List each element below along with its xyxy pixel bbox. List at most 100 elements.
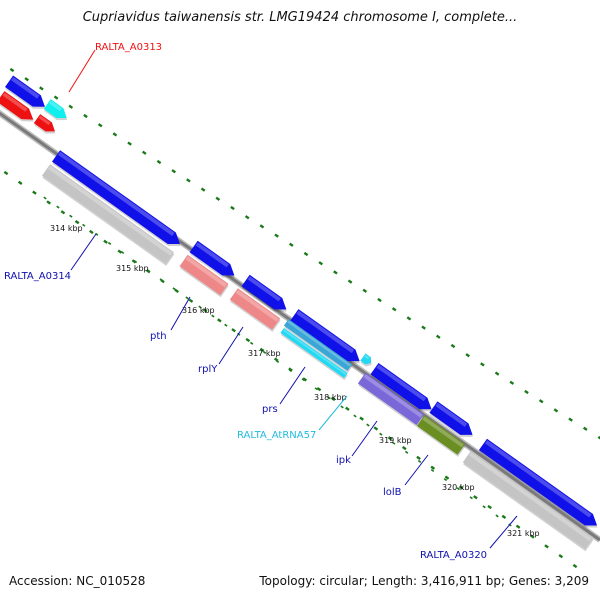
tick-mark — [202, 308, 208, 313]
gene-label-rply[interactable]: rplY — [198, 364, 218, 375]
tick-mark — [391, 307, 397, 312]
tick-mark — [82, 223, 86, 227]
feature-lolb-gene[interactable] — [416, 415, 466, 457]
tick-mark — [259, 347, 265, 352]
tick-mark — [430, 468, 435, 473]
tick-mark — [117, 249, 123, 254]
feature-ipk-gene[interactable] — [357, 372, 425, 428]
tick-mark — [3, 170, 9, 176]
outer-tick-track — [3, 67, 600, 569]
feature-prs-cyan[interactable] — [280, 327, 349, 381]
gene-label-lolb[interactable]: lolB — [383, 487, 402, 498]
tick-mark — [188, 298, 194, 303]
outer-ticks-lower — [3, 170, 578, 569]
tick-mark — [515, 524, 521, 529]
tick-mark — [186, 178, 191, 183]
tick-mark — [244, 215, 250, 220]
tick-mark — [340, 405, 344, 409]
tick-mark — [353, 414, 357, 418]
tick-mark — [416, 455, 421, 461]
tick-mark — [97, 123, 103, 128]
tick-mark — [127, 141, 132, 146]
tick-mark — [275, 359, 280, 364]
feature-pth-gene[interactable] — [179, 254, 230, 298]
gene-label-ralta-atrna57[interactable]: RALTA_AtRNA57 — [237, 430, 316, 441]
feature-rply-gene[interactable] — [229, 288, 282, 332]
tick-mark — [480, 362, 485, 367]
tick-mark — [146, 269, 151, 273]
scale-label-319: 319 kbp — [379, 436, 412, 445]
tick-mark — [465, 353, 471, 358]
feature-rply-cds[interactable] — [241, 274, 292, 317]
feature-ralta-a0313-rrna[interactable] — [0, 91, 38, 127]
tick-mark — [327, 396, 331, 400]
tick-mark — [274, 233, 279, 238]
tick-mark — [417, 459, 422, 463]
tick-mark — [444, 475, 450, 480]
gene-label-prs[interactable]: prs — [262, 404, 278, 415]
feature-ralta-a0314-gene[interactable] — [41, 164, 175, 266]
feature-ipk-cds[interactable] — [370, 363, 437, 417]
tick-mark — [17, 180, 23, 185]
tick-mark — [215, 196, 221, 201]
feature-lolb-cds[interactable] — [429, 401, 478, 442]
gene-label-ralta-a0313[interactable]: RALTA_A0313 — [95, 42, 162, 53]
tick-mark — [524, 389, 529, 395]
tick-mark — [185, 296, 189, 300]
tick-mark — [456, 487, 461, 491]
tick-mark — [450, 343, 456, 349]
tick-mark — [314, 387, 318, 391]
tick-mark — [582, 426, 588, 431]
tick-mark — [558, 554, 564, 559]
tick-mark — [9, 67, 15, 73]
feature-ralta-a0320-gene[interactable] — [462, 450, 594, 552]
tick-mark — [401, 445, 407, 451]
tick-mark — [487, 504, 492, 510]
tick-mark — [406, 316, 412, 321]
tick-mark — [597, 435, 600, 441]
tick-mark — [473, 495, 478, 500]
gene-label-ralta-a0320[interactable]: RALTA_A0320 — [420, 550, 487, 561]
tick-mark — [83, 113, 88, 119]
tick-mark — [60, 210, 66, 215]
feature-pth-cds[interactable] — [189, 240, 240, 283]
scale-label-315: 315 kbp — [116, 264, 149, 273]
feature-ralta-a0320-cds[interactable] — [478, 438, 600, 534]
gene-label-ralta-a0314[interactable]: RALTA_A0314 — [4, 271, 71, 282]
tick-mark — [362, 288, 368, 293]
tick-mark — [387, 436, 393, 441]
tick-mark — [469, 496, 473, 500]
tick-mark — [316, 387, 322, 392]
tick-mark — [373, 426, 379, 431]
tick-mark — [347, 279, 353, 284]
tick-mark — [494, 371, 500, 376]
scale-label-320: 320 kbp — [442, 483, 475, 492]
tick-mark — [89, 229, 94, 235]
tick-mark — [230, 205, 235, 211]
tick-mark — [509, 380, 515, 385]
inner-tick-track — [43, 196, 512, 527]
feature-rrna-small[interactable] — [33, 114, 59, 138]
tick-mark — [74, 219, 80, 225]
feature-trna-upper[interactable] — [43, 99, 72, 125]
gene-label-ipk[interactable]: ipk — [336, 455, 351, 466]
scale-label-321: 321 kbp — [507, 529, 540, 538]
tick-mark — [211, 314, 215, 318]
tick-mark — [94, 232, 99, 236]
tick-mark — [430, 465, 436, 470]
feature-trna-atrna57[interactable] — [359, 353, 374, 368]
tick-mark — [458, 485, 464, 490]
tick-mark — [245, 337, 251, 343]
feature-ralta-a0314-cds[interactable] — [51, 150, 185, 252]
tick-mark — [501, 514, 507, 520]
tick-mark — [159, 278, 163, 282]
tick-mark — [377, 297, 382, 303]
feature-prs-gene[interactable] — [283, 319, 353, 373]
tick-mark — [333, 270, 338, 275]
feature-prs-cds[interactable] — [289, 309, 364, 369]
tick-mark — [288, 369, 293, 373]
tick-mark — [224, 323, 228, 327]
feature-ralta-a0313-cds[interactable] — [4, 75, 50, 115]
gene-label-pth[interactable]: pth — [150, 331, 167, 342]
